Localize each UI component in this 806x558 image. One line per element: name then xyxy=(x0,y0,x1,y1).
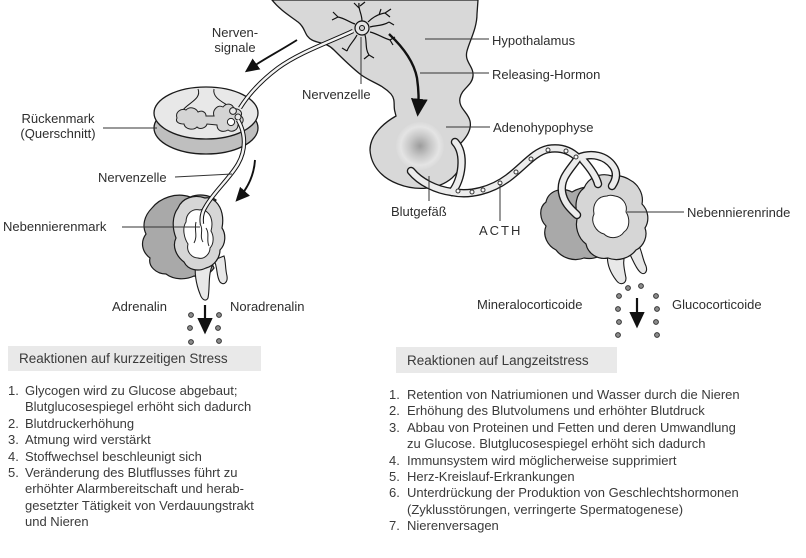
axon-cord-to-adrenal xyxy=(193,118,247,247)
list-item-number: 2. xyxy=(389,403,400,419)
list-item-number: 3. xyxy=(8,432,19,448)
hormone-dots-right xyxy=(615,283,660,338)
label-nebennierenmark: Nebennierenmark xyxy=(3,219,107,234)
label-nervenzelle-left: Nervenzelle xyxy=(98,170,167,185)
label-nervensignale: Nerven- signale xyxy=(211,25,259,55)
header-short-term-stress: Reaktionen auf kurzzeitigen Stress xyxy=(8,346,261,371)
nerve-signal-arrow-upper xyxy=(244,39,298,73)
list-item: 4. Stoffwechsel beschleunigt sich xyxy=(8,449,338,465)
list-item-number: 1. xyxy=(389,387,400,402)
list-item: 2. Blutdruckerhöhung xyxy=(8,416,338,432)
label-nebennierenrinde: Nebennierenrinde xyxy=(687,205,791,220)
long-term-list: 1. Retention von Natriumionen und Wasser … xyxy=(389,387,805,535)
adrenal-medulla-shape xyxy=(141,194,228,301)
header-long-term-stress: Reaktionen auf Langzeitstress xyxy=(396,347,617,373)
list-item-text: Glycogen wird zu Glucose abgebaut; Blutg… xyxy=(25,383,252,415)
label-nervenzelle-top: Nervenzelle xyxy=(302,87,371,102)
label-adrenalin: Adrenalin xyxy=(112,299,167,314)
header-long-term-text: Reaktionen auf Langzeitstress xyxy=(407,352,589,368)
list-item-number: 7. xyxy=(389,518,400,534)
list-item-text: Unterdrückung der Produktion von Geschle… xyxy=(407,485,739,517)
pointer-lines xyxy=(103,37,684,228)
list-item: 5. Herz-Kreislauf-Erkrankungen xyxy=(389,469,805,485)
list-item-text: Veränderung des Blutflusses führt zu erh… xyxy=(25,465,254,530)
list-item: 6. Unterdrückung der Produktion von Gesch… xyxy=(389,485,805,518)
axon-brain-to-cord xyxy=(238,29,354,110)
list-item: 7. Nierenversagen xyxy=(389,518,805,534)
list-item-number: 4. xyxy=(389,452,400,468)
list-item: 1. Retention von Natriumionen und Wasser … xyxy=(389,387,805,403)
list-item-number: 2. xyxy=(8,415,19,431)
label-noradrenalin: Noradrenalin xyxy=(230,299,305,314)
label-rueckenmark: Rückenmark (Querschnitt) xyxy=(20,111,96,141)
list-item: 1. Glycogen wird zu Glucose abgebaut; Blu… xyxy=(8,383,338,416)
list-item: 3. Atmung wird verstärkt xyxy=(8,432,338,448)
label-acth: ACTH xyxy=(479,223,523,238)
anatomy-artwork xyxy=(103,0,684,345)
spinal-cord-shape xyxy=(153,86,259,155)
label-mineralocorticoide: Mineralocorticoide xyxy=(477,297,583,312)
list-item-number: 3. xyxy=(389,419,400,435)
label-adenohypophyse: Adenohypophyse xyxy=(493,120,594,135)
list-item-text: Abbau von Proteinen und Fetten und deren… xyxy=(407,419,736,452)
adrenal-cortex-shape xyxy=(540,174,649,285)
list-item-number: 6. xyxy=(389,485,400,501)
list-item: 5. Veränderung des Blutflusses führt zu e… xyxy=(8,465,338,531)
list-item-text: Herz-Kreislauf-Erkrankungen xyxy=(407,469,575,485)
list-item-text: Erhöhung des Blutvolumens und erhöhter B… xyxy=(407,403,705,419)
list-item-text: Immunsystem wird möglicherweise supprimi… xyxy=(407,452,677,468)
neuron-shape xyxy=(331,1,396,60)
list-item-number: 5. xyxy=(389,469,400,485)
list-item: 4. Immunsystem wird möglicherweise suppri… xyxy=(389,453,805,469)
short-term-list: 1. Glycogen wird zu Glucose abgebaut; Blu… xyxy=(8,383,338,531)
header-short-term-text: Reaktionen auf kurzzeitigen Stress xyxy=(19,351,228,366)
list-item-text: Retention von Natriumionen und Wasser du… xyxy=(407,387,740,402)
list-item-text: Nierenversagen xyxy=(407,518,499,534)
releasing-hormone-arrow xyxy=(388,33,428,117)
label-blutgefaess: Blutgefäß xyxy=(391,204,447,219)
label-hypothalamus: Hypothalamus xyxy=(492,33,576,48)
label-glucocorticoide: Glucocorticoide xyxy=(672,297,762,312)
hormone-dots-left xyxy=(187,312,222,345)
label-releasing-hormon: Releasing-Hormon xyxy=(492,67,601,82)
list-item-text: Blutdruckerhöhung xyxy=(25,415,135,431)
list-item: 3. Abbau von Proteinen und Fetten und der… xyxy=(389,420,805,453)
list-item-number: 4. xyxy=(8,448,19,464)
list-item-text: Stoffwechsel beschleunigt sich xyxy=(25,448,202,464)
list-item-number: 5. xyxy=(8,465,19,481)
list-item-text: Atmung wird verstärkt xyxy=(25,432,151,448)
list-item: 2. Erhöhung des Blutvolumens und erhöhter… xyxy=(389,403,805,419)
adenohypophyse-shape xyxy=(396,122,444,170)
list-item-number: 1. xyxy=(8,383,19,398)
nerve-signal-arrow-lower xyxy=(235,159,256,202)
